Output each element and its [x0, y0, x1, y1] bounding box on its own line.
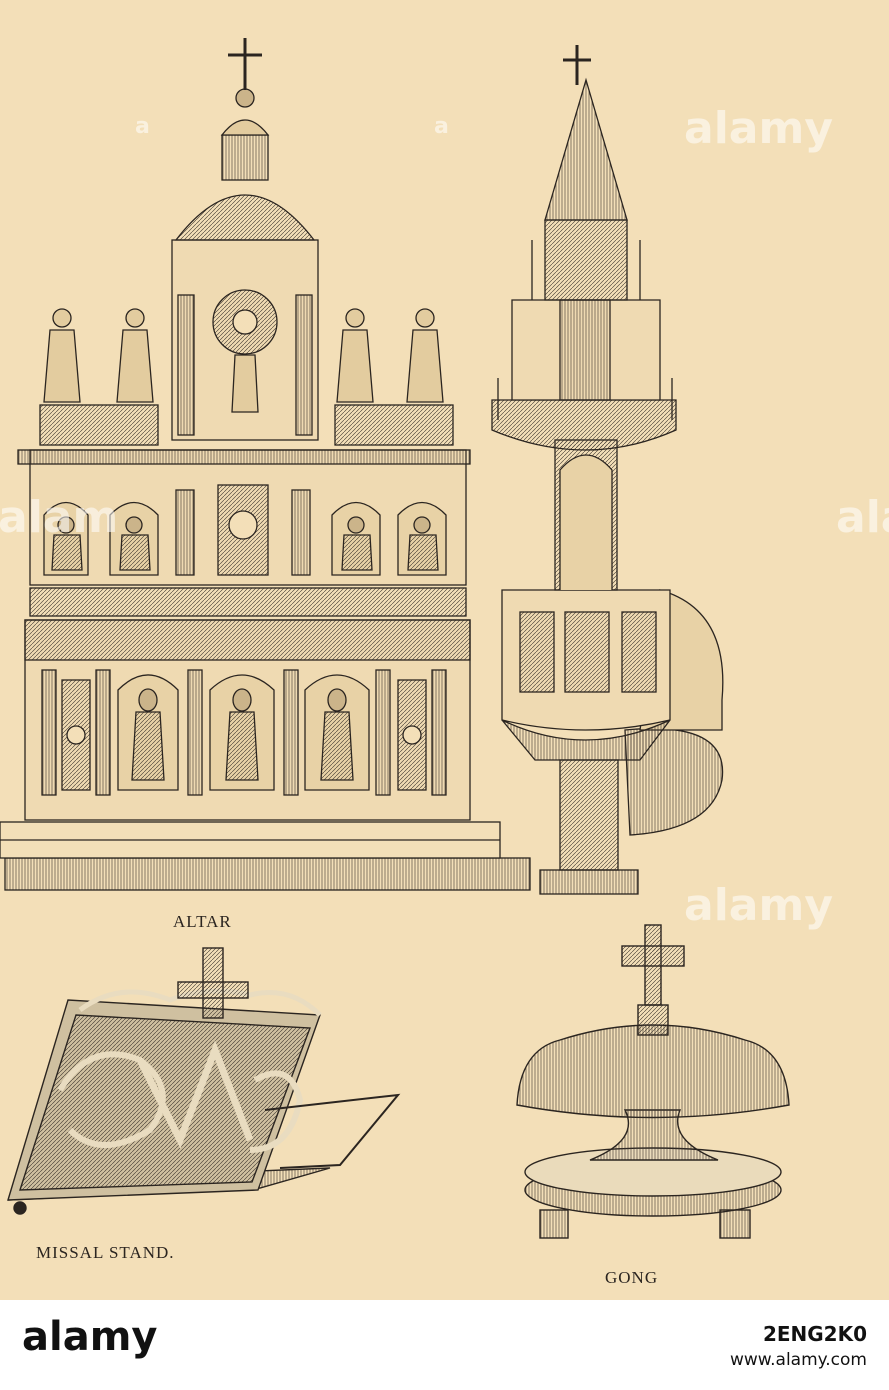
footer-logo[interactable]: alamy — [22, 1314, 158, 1360]
altar-illustration — [0, 38, 531, 891]
watermark-edge: alam — [0, 492, 119, 543]
altar-caption: ALTAR — [173, 912, 232, 931]
engraving-plate: ALTAR MISSAL STAND. GONG alamy alamy ala… — [0, 0, 889, 1300]
watermark-mark: a — [135, 114, 150, 139]
watermark: alamy — [684, 880, 833, 931]
engraving-illustrations — [0, 38, 790, 1239]
image-id: 2ENG2K0 — [762, 1322, 867, 1346]
watermark-mark: a — [434, 114, 449, 139]
gong-illustration — [516, 924, 790, 1239]
pulpit-illustration — [491, 45, 724, 895]
missal-stand-caption: MISSAL STAND. — [36, 1243, 175, 1262]
stock-footer: alamy 2ENG2K0 www.alamy.com — [0, 1300, 889, 1390]
watermark: alamy — [684, 103, 833, 154]
footer-url[interactable]: www.alamy.com — [729, 1350, 867, 1370]
gong-caption: GONG — [605, 1268, 659, 1287]
watermark-edge: ala — [836, 492, 889, 543]
missal-stand-illustration — [7, 947, 401, 1215]
